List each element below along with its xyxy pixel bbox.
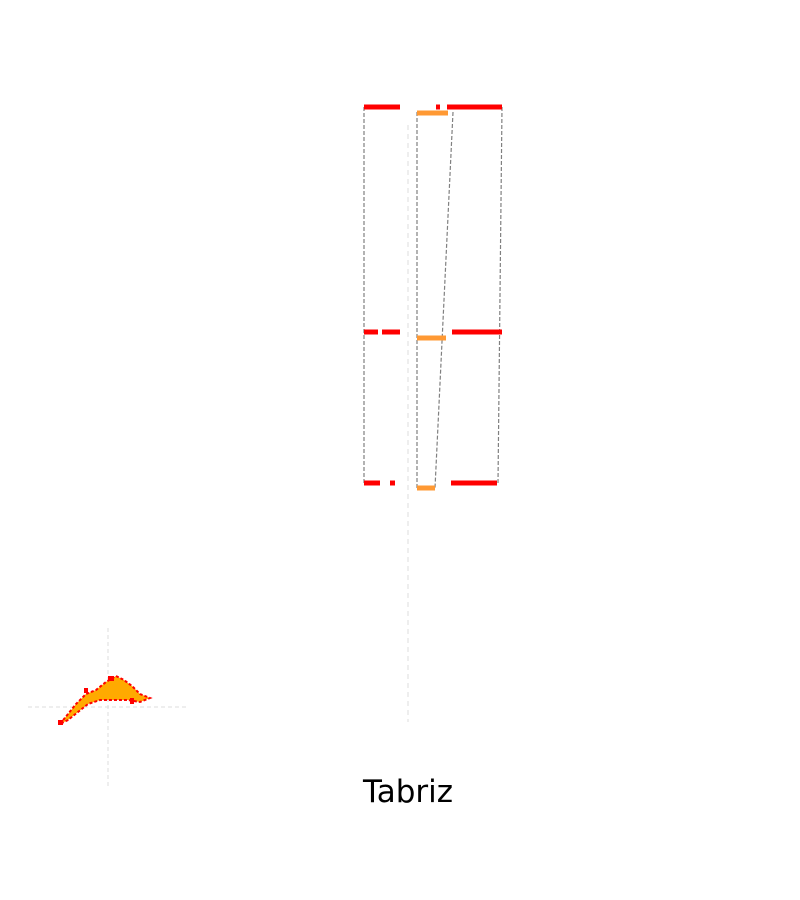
inner-lane-outline bbox=[416, 111, 454, 489]
inner-segments bbox=[417, 110, 448, 491]
outer-outline bbox=[363, 106, 503, 484]
city-name-label: Tabriz bbox=[362, 774, 454, 810]
locator-crosshair bbox=[28, 628, 188, 788]
locator-cluster bbox=[58, 674, 153, 725]
